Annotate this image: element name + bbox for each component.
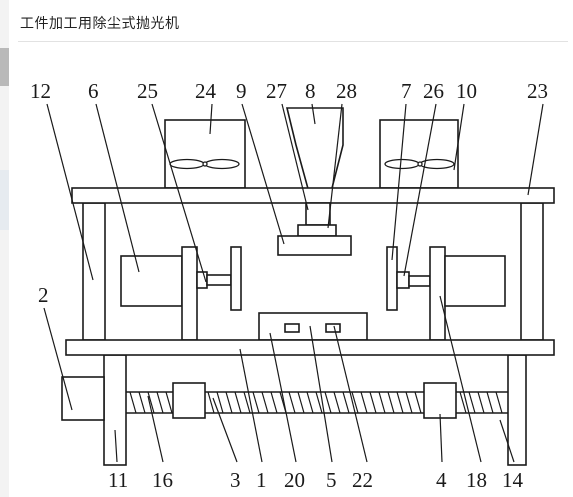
left-outer-column [82,202,106,341]
title-divider [18,41,568,42]
screw-threads [129,391,503,414]
scrollbar-track[interactable] [0,0,9,497]
label-8: 8 [305,79,316,103]
right-shaft [396,271,410,289]
label-12: 12 [30,79,51,103]
label-7: 7 [401,79,412,103]
hopper-neck [305,202,331,226]
label-6: 6 [88,79,99,103]
page-title: 工件加工用除尘式抛光机 [20,16,180,32]
left-fan-box [164,119,246,189]
left-leg [103,354,127,466]
leader-lines [43,103,544,463]
left-shaft [206,274,232,286]
label-10: 10 [456,79,477,103]
label-25: 25 [137,79,158,103]
clamp-left [284,323,300,333]
label-1: 1 [256,468,267,492]
label-9: 9 [236,79,247,103]
left-nut-block [172,382,206,419]
label-2: 2 [38,283,49,307]
right-coupling [408,275,431,287]
label-23: 23 [527,79,548,103]
label-20: 20 [284,468,305,492]
part-labels: 12 6 25 24 9 27 8 28 7 26 10 23 2 11 16 … [30,79,548,492]
label-14: 14 [502,468,524,492]
label-18: 18 [466,468,487,492]
label-22: 22 [352,468,373,492]
label-28: 28 [336,79,357,103]
dust-head [277,235,352,256]
fan-blades [169,158,455,170]
label-27: 27 [266,79,287,103]
top-plate [71,187,555,204]
right-motor [444,255,506,307]
clamp-right [325,323,341,333]
left-polishing-disc [230,246,242,311]
hopper-collar [297,224,337,237]
left-motor [120,255,183,307]
label-16: 16 [152,468,173,492]
middle-plate [65,339,555,356]
label-5: 5 [326,468,337,492]
right-outer-column [520,202,544,341]
right-leg [507,354,527,466]
label-11: 11 [108,468,128,492]
right-fan-box [379,119,459,189]
label-24: 24 [195,79,217,103]
label-3: 3 [230,468,241,492]
right-nut-block [423,382,457,419]
left-motor-plate [181,246,198,341]
side-highlight [0,170,9,230]
label-26: 26 [423,79,444,103]
scrollbar-thumb[interactable] [0,48,9,86]
right-motor-plate [429,246,446,341]
label-4: 4 [436,468,447,492]
workpiece-holder [258,312,368,341]
